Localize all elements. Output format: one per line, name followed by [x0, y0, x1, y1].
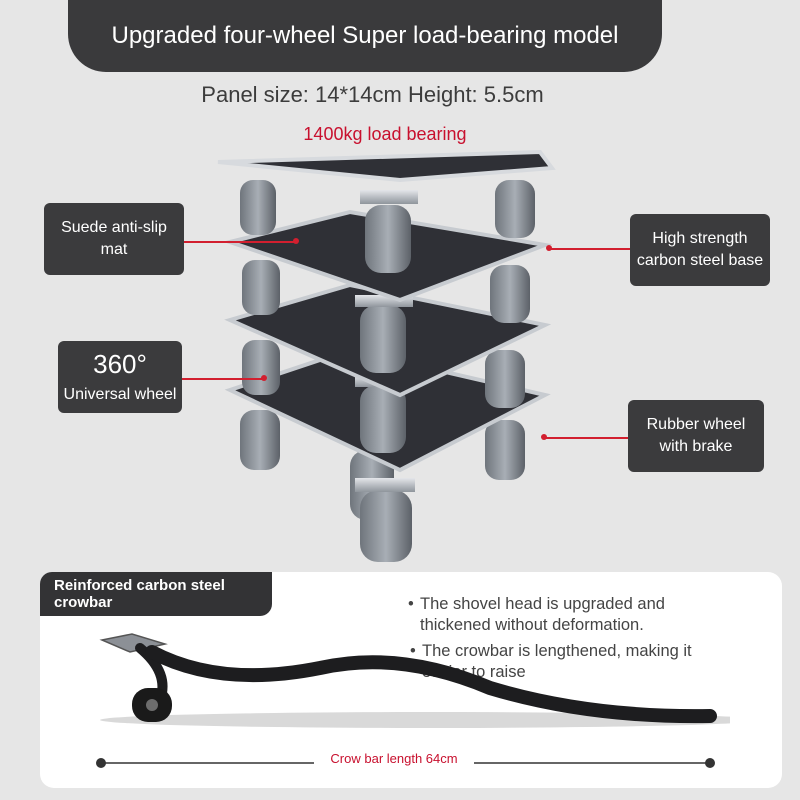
crowbar-illustration — [99, 633, 730, 728]
wheel-level-4 — [240, 410, 525, 562]
callout-carbon-steel-text: High strength carbon steel base — [636, 230, 764, 269]
leader-line-rubber — [545, 437, 628, 439]
load-bearing-text: 1400kg load bearing — [303, 124, 467, 144]
leader-dot-carbon — [546, 245, 552, 251]
mat-level-1 — [217, 150, 556, 183]
leader-dot-rubber — [541, 434, 547, 440]
leader-line-360 — [182, 378, 264, 380]
leader-line-suede — [184, 241, 296, 243]
wheel-level-1 — [240, 180, 535, 273]
title-banner: Upgraded four-wheel Super load-bearing m… — [68, 0, 662, 72]
leader-line-carbon — [550, 248, 630, 250]
crowbar-tag: Reinforced carbon steel crowbar — [40, 572, 272, 616]
leader-dot-360 — [261, 375, 267, 381]
wheel-level-3 — [242, 340, 525, 453]
bullet-dot-icon: • — [410, 642, 416, 660]
callout-suede-mat-text: Suede anti-slip mat — [61, 219, 167, 258]
crowbar-bar — [145, 645, 717, 724]
callout-360-wheel: 360° Universal wheel — [58, 341, 182, 413]
bullet-shovel-head: • The shovel head is upgraded and thicke… — [408, 594, 720, 636]
callout-carbon-steel: High strength carbon steel base — [630, 214, 770, 286]
crowbar-tag-text: Reinforced carbon steel crowbar — [54, 577, 225, 611]
bullet-shovel-head-text: The shovel head is upgraded and thickene… — [420, 595, 665, 634]
panel-size-text: Panel size: 14*14cm Height: 5.5cm — [201, 82, 544, 107]
leader-dot-suede — [293, 238, 299, 244]
dolly-stack-illustration — [217, 150, 556, 562]
callout-rubber-wheel-text: Rubber wheel with brake — [646, 416, 746, 455]
callout-rubber-wheel: Rubber wheel with brake — [628, 400, 764, 472]
callout-360-label-text: Universal wheel — [63, 386, 177, 403]
crowbar-length-label: Crow bar length 64cm — [314, 751, 474, 766]
page-title: Upgraded four-wheel Super load-bearing m… — [111, 22, 619, 49]
wheel-level-2 — [242, 260, 530, 373]
callout-suede-mat: Suede anti-slip mat — [44, 203, 184, 275]
bullet-dot-icon: • — [408, 595, 414, 613]
callout-360-big-text: 360° — [93, 349, 147, 379]
